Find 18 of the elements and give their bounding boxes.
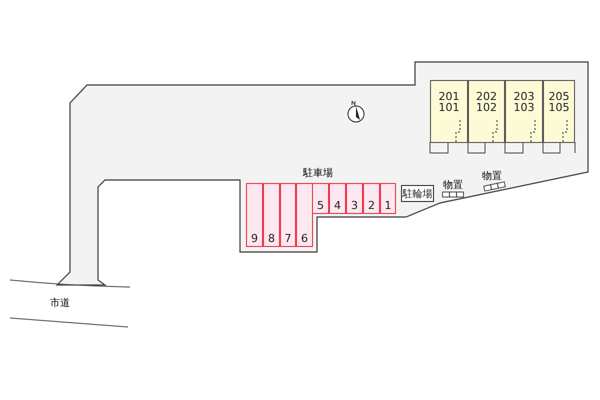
apartment-unit: 203 103 <box>505 80 543 143</box>
storage-label: 物置 <box>482 170 502 183</box>
parking-stall: 7 <box>280 183 296 247</box>
parking-stall: 9 <box>246 183 263 247</box>
parking-stall: 2 <box>363 183 380 214</box>
apartment-unit: 201 101 <box>430 80 468 143</box>
parking-stall: 6 <box>296 183 313 247</box>
apartment-unit: 205 105 <box>543 80 575 143</box>
bicycle-parking-box: 駐輪場 <box>401 185 434 202</box>
apartment-unit: 202 102 <box>468 80 505 143</box>
storage-label: 物置 <box>443 178 463 192</box>
parking-stall: 8 <box>263 183 280 247</box>
parking-stall: 3 <box>346 183 363 214</box>
road-label: 市道 <box>50 296 70 310</box>
parking-stall: 1 <box>380 183 396 214</box>
parking-stall: 5 <box>312 183 329 214</box>
parking-label: 駐車場 <box>303 166 333 180</box>
parking-stall: 4 <box>329 183 346 214</box>
